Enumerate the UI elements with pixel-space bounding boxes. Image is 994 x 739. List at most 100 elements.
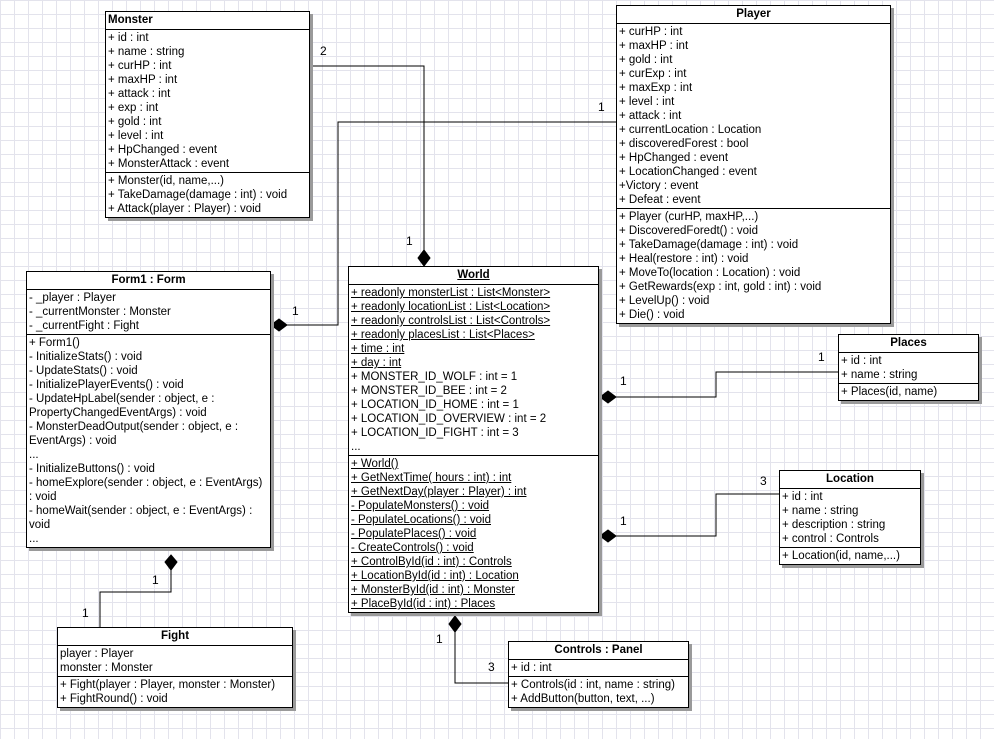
operation: ... — [29, 449, 39, 461]
attribute: + level : int — [619, 96, 675, 108]
controls-world-line — [454, 632, 508, 684]
attribute: - _currentFight : Fight — [29, 320, 139, 332]
attribute: + maxHP : int — [108, 74, 178, 86]
operation: + Fight(player : Player, monster : Monst… — [60, 679, 276, 691]
multiplicity-location: 3 — [760, 474, 767, 488]
attributes-compartment: player : Player monster : Monster — [58, 645, 292, 676]
multiplicity-world-monster: 1 — [406, 234, 413, 248]
operation: - InitializeButtons() : void — [29, 463, 155, 475]
class-controls[interactable]: Controls : Panel + id : int + Controls(i… — [508, 641, 689, 708]
location-world-line — [616, 493, 779, 537]
attributes-compartment: - _player : Player - _currentMonster : M… — [27, 289, 270, 334]
operation: - UpdateHpLabel(sender : object, e : Pro… — [29, 393, 215, 419]
attribute: + name : string — [108, 46, 185, 58]
multiplicity-player: 1 — [598, 100, 605, 114]
operations-compartment: + Player (curHP, maxHP,...) + Discovered… — [617, 208, 890, 323]
attribute: + curExp : int — [619, 68, 687, 80]
operation: + Die() : void — [619, 309, 685, 321]
class-name: World — [457, 269, 490, 281]
multiplicity-monster: 2 — [320, 44, 327, 58]
attribute: + MonsterAttack : event — [108, 158, 230, 170]
operations-compartment: + Form1() - InitializeStats() : void - U… — [27, 334, 270, 547]
attribute: + name : string — [841, 369, 918, 381]
multiplicity-world-location: 1 — [620, 514, 627, 528]
attribute: + maxHP : int — [619, 40, 689, 52]
multiplicity-places: 1 — [818, 350, 825, 364]
operation: + LocationById(id : int) : Location — [351, 570, 519, 582]
operation: + GetNextDay(player : Player) : int — [351, 486, 527, 498]
attribute: monster : Monster — [60, 662, 153, 674]
class-form1[interactable]: Form1 : Form - _player : Player - _curre… — [26, 271, 271, 548]
attribute: + LOCATION_ID_HOME : int = 1 — [351, 399, 519, 411]
attribute: + attack : int — [619, 110, 682, 122]
attribute: - _currentMonster : Monster — [29, 306, 171, 318]
class-monster[interactable]: Monster + id : int + name : string + cur… — [105, 11, 310, 218]
multiplicity-controls: 3 — [488, 660, 495, 674]
attribute: + readonly locationList : List<Location> — [351, 301, 551, 313]
world-controls-diamond — [448, 615, 462, 633]
class-name: Form1 : Form — [111, 274, 186, 286]
operation: + GetRewards(exp : int, gold : int) : vo… — [619, 281, 822, 293]
class-player[interactable]: Player + curHP : int + maxHP : int + gol… — [616, 5, 891, 324]
operations-compartment: + Fight(player : Player, monster : Monst… — [58, 676, 292, 707]
attribute: + discoveredForest : bool — [619, 138, 749, 150]
operation: + MonsterById(id : int) : Monster — [351, 584, 515, 596]
operation: - homeExplore(sender : object, e : Event… — [29, 477, 263, 503]
attribute: + attack : int — [108, 88, 171, 100]
operation: + TakeDamage(damage : int) : void — [108, 189, 288, 201]
attribute: + description : string — [782, 519, 886, 531]
attribute: + MONSTER_ID_WOLF : int = 1 — [351, 371, 518, 383]
operation: + DiscoveredForedt() : void — [619, 225, 759, 237]
operation: - InitializeStats() : void — [29, 351, 143, 363]
attribute: + LocationChanged : event — [619, 166, 757, 178]
attribute: + id : int — [511, 662, 552, 674]
operation: + Form1() — [29, 337, 80, 349]
operation: + World() — [351, 458, 399, 470]
attribute: player : Player — [60, 648, 134, 660]
operation: + FightRound() : void — [60, 693, 168, 705]
class-name: Fight — [160, 630, 190, 642]
attribute: + exp : int — [108, 102, 159, 114]
operation: + Places(id, name) — [841, 386, 938, 398]
attribute: + readonly monsterList : List<Monster> — [351, 287, 551, 299]
operation: - MonsterDeadOutput(sender : object, e :… — [29, 421, 239, 447]
attribute: + gold : int — [108, 116, 162, 128]
player-form-line — [287, 121, 616, 326]
attributes-compartment: + readonly monsterList : List<Monster> +… — [349, 284, 598, 455]
places-world-line — [616, 371, 838, 398]
attributes-compartment: + id : int + name : string + description… — [780, 488, 920, 547]
attribute: + readonly controlsList : List<Controls> — [351, 315, 551, 327]
attribute: + readonly placesList : List<Places> — [351, 329, 535, 341]
multiplicity-fight: 1 — [82, 606, 89, 620]
class-name: Monster — [108, 14, 153, 26]
attribute: + control : Controls — [782, 533, 879, 545]
operation: ... — [29, 533, 39, 545]
attribute: + level : int — [108, 130, 164, 142]
operation: + Attack(player : Player) : void — [108, 203, 262, 215]
attribute: + id : int — [108, 32, 149, 44]
operation: - CreateControls() : void — [351, 542, 474, 554]
attribute: + currentLocation : Location — [619, 124, 762, 136]
operation: - PopulateLocations() : void — [351, 514, 491, 526]
operation: + Controls(id : int, name : string) — [511, 679, 675, 691]
attribute: + id : int — [841, 355, 882, 367]
operation: + AddButton(button, text, ...) — [511, 693, 655, 705]
class-places[interactable]: Places + id : int + name : string + Plac… — [838, 334, 979, 401]
attribute: + MONSTER_ID_BEE : int = 2 — [351, 385, 507, 397]
attributes-compartment: + id : int + name : string — [839, 352, 978, 383]
attributes-compartment: + curHP : int + maxHP : int + gold : int… — [617, 23, 890, 208]
class-location[interactable]: Location + id : int + name : string + de… — [779, 470, 921, 565]
operation: + Player (curHP, maxHP,...) — [619, 211, 759, 223]
attributes-compartment: + id : int — [509, 659, 688, 676]
world-places-diamond — [599, 390, 617, 404]
class-name: Places — [890, 337, 927, 349]
attribute: + maxExp : int — [619, 82, 693, 94]
class-fight[interactable]: Fight player : Player monster : Monster … — [57, 627, 293, 708]
attribute: + Defeat : event — [619, 194, 701, 206]
operation: + Heal(restore : int) : void — [619, 253, 749, 265]
class-world[interactable]: World + readonly monsterList : List<Mons… — [348, 266, 599, 613]
attribute: + day : int — [351, 357, 402, 369]
operations-compartment: + Places(id, name) — [839, 383, 978, 400]
attribute: + gold : int — [619, 54, 673, 66]
